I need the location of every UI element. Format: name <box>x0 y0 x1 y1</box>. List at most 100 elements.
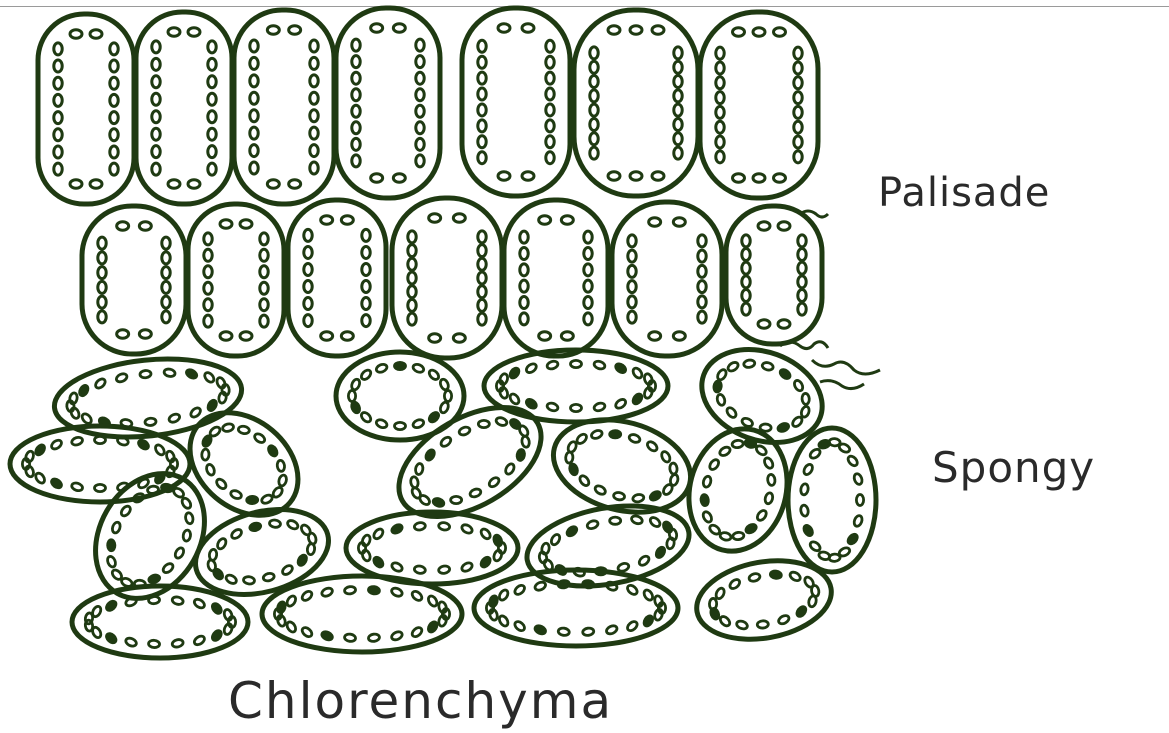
chloroplast <box>777 614 790 626</box>
chloroplast <box>372 527 385 540</box>
chloroplast <box>165 450 175 463</box>
chloroplast <box>614 362 627 374</box>
chloroplast <box>360 411 373 424</box>
spongy-cell <box>262 576 462 652</box>
chloroplast <box>115 372 128 383</box>
chloroplast <box>215 376 226 389</box>
chloroplast <box>117 222 129 230</box>
chloroplast <box>800 405 811 418</box>
chloroplast <box>139 330 151 338</box>
chloroplast <box>520 231 528 243</box>
chloroplast <box>698 265 706 277</box>
chloroplast <box>208 128 216 140</box>
chloroplast <box>642 588 654 601</box>
chloroplast <box>193 634 206 646</box>
chloroplast <box>250 40 258 52</box>
chloroplast <box>779 368 792 380</box>
chloroplast <box>352 155 360 167</box>
chloroplast <box>748 572 761 582</box>
chloroplast <box>180 497 192 510</box>
chloroplast <box>478 286 486 298</box>
chloroplast <box>375 363 388 374</box>
chloroplast <box>250 92 258 104</box>
chloroplast <box>778 320 790 328</box>
chloroplast <box>310 57 318 69</box>
cell-wall <box>82 206 186 354</box>
chloroplast <box>162 296 170 308</box>
chloroplast <box>98 296 106 308</box>
chloroplast <box>756 509 768 522</box>
palisade-cell <box>234 10 334 204</box>
chloroplast <box>718 445 731 457</box>
chloroplast <box>408 258 416 270</box>
chloroplast <box>575 432 588 445</box>
chloroplast <box>152 146 160 158</box>
palisade-cell <box>726 206 822 344</box>
chloroplast <box>416 72 424 84</box>
chloroplast <box>736 620 749 631</box>
chloroplast <box>753 28 765 36</box>
chloroplast <box>70 180 82 188</box>
chloroplast <box>230 489 243 500</box>
chloroplast <box>478 40 486 52</box>
chloroplast <box>716 47 724 59</box>
chloroplast <box>152 58 160 70</box>
chloroplast <box>590 133 598 145</box>
chloroplast <box>453 214 465 222</box>
chloroplast <box>674 133 682 145</box>
chloroplast <box>546 56 554 68</box>
chloroplast <box>410 626 423 639</box>
chloroplast <box>34 472 46 485</box>
chloroplast <box>522 172 534 180</box>
chloroplast <box>716 121 724 133</box>
chloroplast <box>674 118 682 130</box>
chloroplast <box>525 398 538 410</box>
chloroplast <box>428 368 441 381</box>
chloroplast <box>54 146 62 158</box>
chloroplast <box>628 311 636 323</box>
chloroplast <box>412 363 425 374</box>
chloroplast <box>698 311 706 323</box>
chloroplast <box>809 540 822 552</box>
chloroplast <box>698 296 706 308</box>
chloroplast <box>321 216 333 224</box>
chloroplast <box>105 599 118 612</box>
chloroplast <box>223 608 233 621</box>
chloroplast <box>498 588 510 601</box>
chloroplast <box>800 505 809 517</box>
chloroplast <box>341 216 353 224</box>
chloroplast <box>793 379 805 392</box>
chloroplast <box>250 75 258 87</box>
chloroplast <box>168 180 180 188</box>
chloroplast <box>249 522 261 532</box>
chloroplast <box>168 28 180 36</box>
chloroplast <box>628 433 641 444</box>
chloroplast <box>260 299 268 311</box>
chloroplast <box>152 93 160 105</box>
chloroplast <box>91 605 103 618</box>
chloroplast <box>352 122 360 134</box>
cell-wall <box>188 204 284 356</box>
chloroplast <box>54 60 62 72</box>
chloroplast <box>716 151 724 163</box>
chloroplast <box>344 586 356 595</box>
chloroplast <box>110 163 118 175</box>
chloroplast <box>488 595 498 608</box>
chloroplast <box>54 77 62 89</box>
chloroplast <box>584 231 592 243</box>
chloroplast <box>439 378 450 391</box>
chloroplast <box>798 303 806 315</box>
chloroplast <box>34 443 46 456</box>
chloroplast <box>432 497 445 508</box>
chloroplast <box>520 264 528 276</box>
chloroplast <box>429 334 441 342</box>
chloroplast <box>171 638 183 648</box>
chloroplast <box>626 620 639 633</box>
chloroplast <box>698 250 706 262</box>
cell-wall <box>504 200 608 356</box>
chloroplast <box>201 449 209 460</box>
chloroplast <box>117 330 129 338</box>
chloroplast <box>108 540 116 551</box>
chloroplast <box>300 626 313 639</box>
chloroplast <box>208 41 216 53</box>
